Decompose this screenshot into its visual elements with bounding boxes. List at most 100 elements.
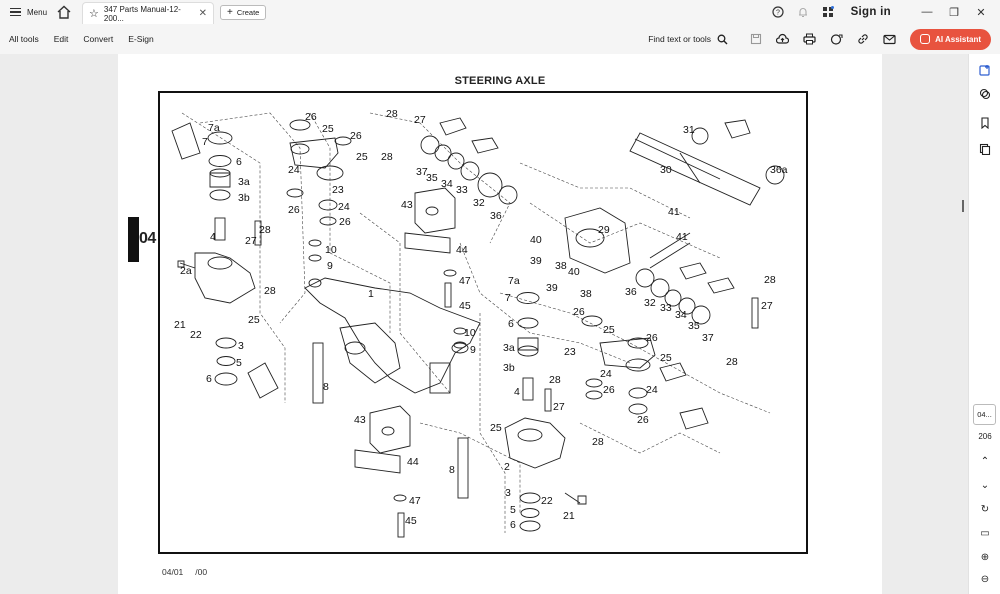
create-button[interactable]: + Create xyxy=(220,4,267,20)
svg-text:26: 26 xyxy=(350,130,362,142)
svg-text:33: 33 xyxy=(456,184,468,196)
svg-text:21: 21 xyxy=(563,510,575,522)
edit-menu[interactable]: Edit xyxy=(53,34,69,44)
create-label: Create xyxy=(236,7,260,17)
footer-left: 04/01 xyxy=(162,567,184,577)
svg-text:2a: 2a xyxy=(180,265,192,277)
svg-text:21: 21 xyxy=(174,319,186,331)
fit-page-icon[interactable]: ▭ xyxy=(980,528,990,539)
svg-text:26: 26 xyxy=(637,414,649,426)
svg-text:3a: 3a xyxy=(238,176,250,188)
svg-text:7a: 7a xyxy=(508,275,520,287)
toolbar: All tools Edit Convert E-Sign Find text … xyxy=(0,24,1000,54)
zoom-in-icon[interactable]: ⊕ xyxy=(980,552,990,563)
restore-icon[interactable]: ❐ xyxy=(949,6,959,19)
search-icon xyxy=(717,34,728,44)
svg-text:38: 38 xyxy=(580,288,592,300)
bookmark-icon[interactable] xyxy=(979,117,991,129)
svg-text:3: 3 xyxy=(505,487,511,499)
svg-text:27: 27 xyxy=(761,300,773,312)
svg-text:25: 25 xyxy=(660,352,672,364)
svg-text:6: 6 xyxy=(510,519,516,531)
svg-text:22: 22 xyxy=(190,329,202,341)
plus-icon: + xyxy=(227,6,233,18)
comment-add-icon[interactable] xyxy=(979,64,991,76)
print-icon[interactable] xyxy=(803,33,816,45)
svg-text:23: 23 xyxy=(332,184,344,196)
svg-text:41: 41 xyxy=(676,231,688,243)
hamburger-icon xyxy=(10,8,21,16)
svg-text:39: 39 xyxy=(530,255,542,267)
next-page-icon[interactable]: ⌄ xyxy=(980,480,990,491)
svg-text:25: 25 xyxy=(248,314,260,326)
page-total: 206 xyxy=(978,432,992,441)
all-tools-menu[interactable]: All tools xyxy=(9,34,39,44)
document-tab[interactable]: ☆ 347 Parts Manual-12-200... ✕ xyxy=(82,2,214,24)
svg-text:36: 36 xyxy=(625,286,637,298)
bell-icon[interactable] xyxy=(797,6,809,18)
convert-menu[interactable]: Convert xyxy=(83,34,114,44)
share-link-icon[interactable] xyxy=(830,33,843,46)
page-footer: 04/01 /00 xyxy=(162,567,207,577)
svg-text:25: 25 xyxy=(322,123,334,135)
upload-cloud-icon[interactable] xyxy=(776,33,790,45)
svg-text:23: 23 xyxy=(564,346,576,358)
svg-text:37: 37 xyxy=(416,166,428,178)
footer-right: /00 xyxy=(195,567,208,577)
svg-text:26: 26 xyxy=(646,332,658,344)
svg-text:30: 30 xyxy=(660,164,672,176)
tab-title: 347 Parts Manual-12-200... xyxy=(103,4,181,23)
svg-text:5: 5 xyxy=(510,504,516,516)
organize-pages-icon[interactable] xyxy=(979,88,991,100)
svg-text:24: 24 xyxy=(288,164,300,176)
svg-text:3b: 3b xyxy=(503,362,515,374)
svg-text:8: 8 xyxy=(323,381,329,393)
ai-assistant-button[interactable]: AI Assistant xyxy=(910,28,991,50)
svg-text:35: 35 xyxy=(426,172,438,184)
copy-pages-icon[interactable] xyxy=(979,143,991,155)
svg-text:8: 8 xyxy=(449,464,455,476)
svg-text:28: 28 xyxy=(381,151,393,163)
svg-text:28: 28 xyxy=(549,374,561,386)
svg-text:27: 27 xyxy=(553,401,565,413)
menu-button[interactable]: Menu xyxy=(0,8,52,17)
apps-grid-icon[interactable] xyxy=(822,6,834,18)
sign-in-button[interactable]: Sign in xyxy=(850,6,891,18)
close-window-icon[interactable]: ✕ xyxy=(976,6,986,19)
pdf-page: STEERING AXLE 04 xyxy=(118,54,882,594)
svg-text:2: 2 xyxy=(504,461,510,473)
svg-text:28: 28 xyxy=(264,285,276,297)
svg-text:37: 37 xyxy=(702,332,714,344)
svg-text:31: 31 xyxy=(683,124,695,136)
svg-text:41: 41 xyxy=(668,206,680,218)
zoom-out-icon[interactable]: ⊖ xyxy=(980,574,990,585)
help-icon[interactable]: ? xyxy=(771,6,784,18)
link-icon[interactable] xyxy=(857,33,869,45)
save-icon[interactable] xyxy=(750,33,762,45)
svg-text:9: 9 xyxy=(327,260,333,272)
svg-text:34: 34 xyxy=(441,178,453,190)
refresh-icon[interactable]: ↻ xyxy=(980,504,990,515)
svg-text:25: 25 xyxy=(356,151,368,163)
svg-text:32: 32 xyxy=(473,197,485,209)
find-tools-search[interactable]: Find text or tools xyxy=(648,34,728,45)
title-bar: Menu ☆ 347 Parts Manual-12-200... ✕ + Cr… xyxy=(0,0,1000,24)
svg-text:27: 27 xyxy=(414,114,426,126)
svg-text:28: 28 xyxy=(764,274,776,286)
svg-text:29: 29 xyxy=(598,224,610,236)
minimize-icon[interactable]: — xyxy=(921,6,933,18)
scrollbar-thumb[interactable] xyxy=(962,200,964,212)
esign-menu[interactable]: E-Sign xyxy=(128,34,154,44)
section-label: 04 xyxy=(139,230,156,247)
email-icon[interactable] xyxy=(883,34,896,45)
svg-text:26: 26 xyxy=(305,111,317,123)
svg-text:43: 43 xyxy=(401,199,413,211)
find-label: Find text or tools xyxy=(648,34,712,44)
close-tab-icon[interactable]: ✕ xyxy=(198,8,207,19)
svg-text:1: 1 xyxy=(368,288,374,300)
star-icon[interactable]: ☆ xyxy=(89,8,99,20)
previous-page-icon[interactable]: ⌃ xyxy=(980,456,990,467)
right-sidebar xyxy=(968,54,1000,594)
home-icon[interactable] xyxy=(56,5,72,19)
page-number-input[interactable]: 04... xyxy=(973,404,996,425)
